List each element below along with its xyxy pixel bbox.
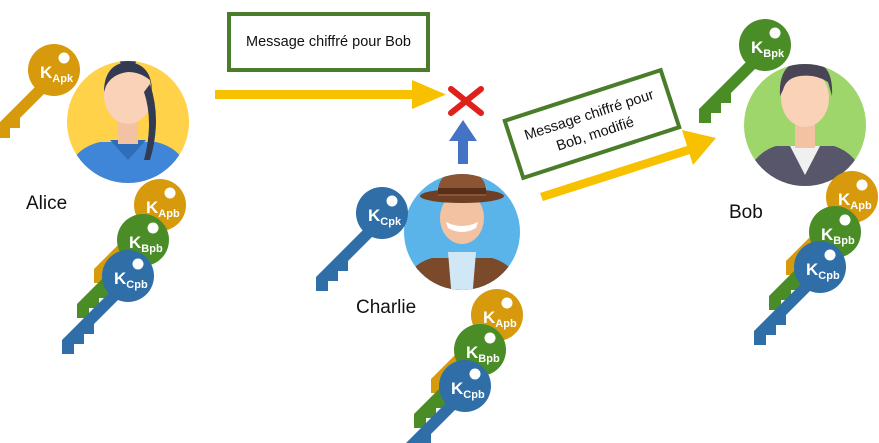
- bob-avatar: [744, 64, 866, 186]
- label-bob: Bob: [729, 202, 763, 223]
- key-bob-private-icon: KBpk: [699, 19, 791, 123]
- key-label: KBpb: [129, 233, 163, 255]
- key-alice-stack-bpb-icon: KBpb: [77, 214, 169, 318]
- key-alice-stack-cpb-icon: KCpb: [62, 250, 154, 354]
- key-charlie-stack-cpb-icon: KCpb: [399, 360, 491, 443]
- arrow-charlie-to-bob: [540, 130, 716, 201]
- message-box-alice: Message chiffré pour Bob: [227, 12, 430, 72]
- key-label: KApb: [838, 190, 872, 212]
- key-bob-stack-bpb-icon: KBpb: [769, 206, 861, 310]
- key-bob-stack-apb-icon: KApb: [786, 171, 878, 275]
- key-label: KApb: [146, 198, 180, 220]
- key-charlie-stack-apb-icon: KApb: [431, 289, 523, 393]
- key-label: KCpb: [114, 269, 148, 291]
- blocked-mark-icon: [448, 86, 484, 116]
- key-alice-private-icon: KApk: [0, 44, 80, 148]
- charlie-avatar: [404, 174, 520, 290]
- label-charlie: Charlie: [356, 297, 417, 318]
- key-charlie-private-icon: KCpk: [316, 187, 408, 291]
- key-label: KCpk: [368, 206, 402, 228]
- key-alice-stack-apb-icon: KApb: [94, 179, 186, 283]
- alice-avatar: [67, 61, 189, 183]
- key-label: KApb: [483, 308, 517, 330]
- arrow-blocked-up: [449, 120, 477, 164]
- key-label: KCpb: [451, 379, 485, 401]
- label-alice: Alice: [26, 193, 68, 214]
- message-alice-text: Message chiffré pour Bob: [246, 34, 411, 50]
- key-label: KBpb: [466, 343, 500, 365]
- arrow-alice-to-charlie: [215, 80, 446, 109]
- key-label: KApk: [40, 63, 74, 85]
- key-label: KBpk: [751, 38, 785, 60]
- key-label: KBpb: [821, 225, 855, 247]
- key-label: KCpb: [806, 260, 840, 282]
- message-box-charlie: Message chiffré pour Bob, modifié: [502, 67, 682, 181]
- key-bob-stack-cpb-icon: KCpb: [754, 241, 846, 345]
- key-charlie-stack-bpb-icon: KBpb: [414, 324, 506, 428]
